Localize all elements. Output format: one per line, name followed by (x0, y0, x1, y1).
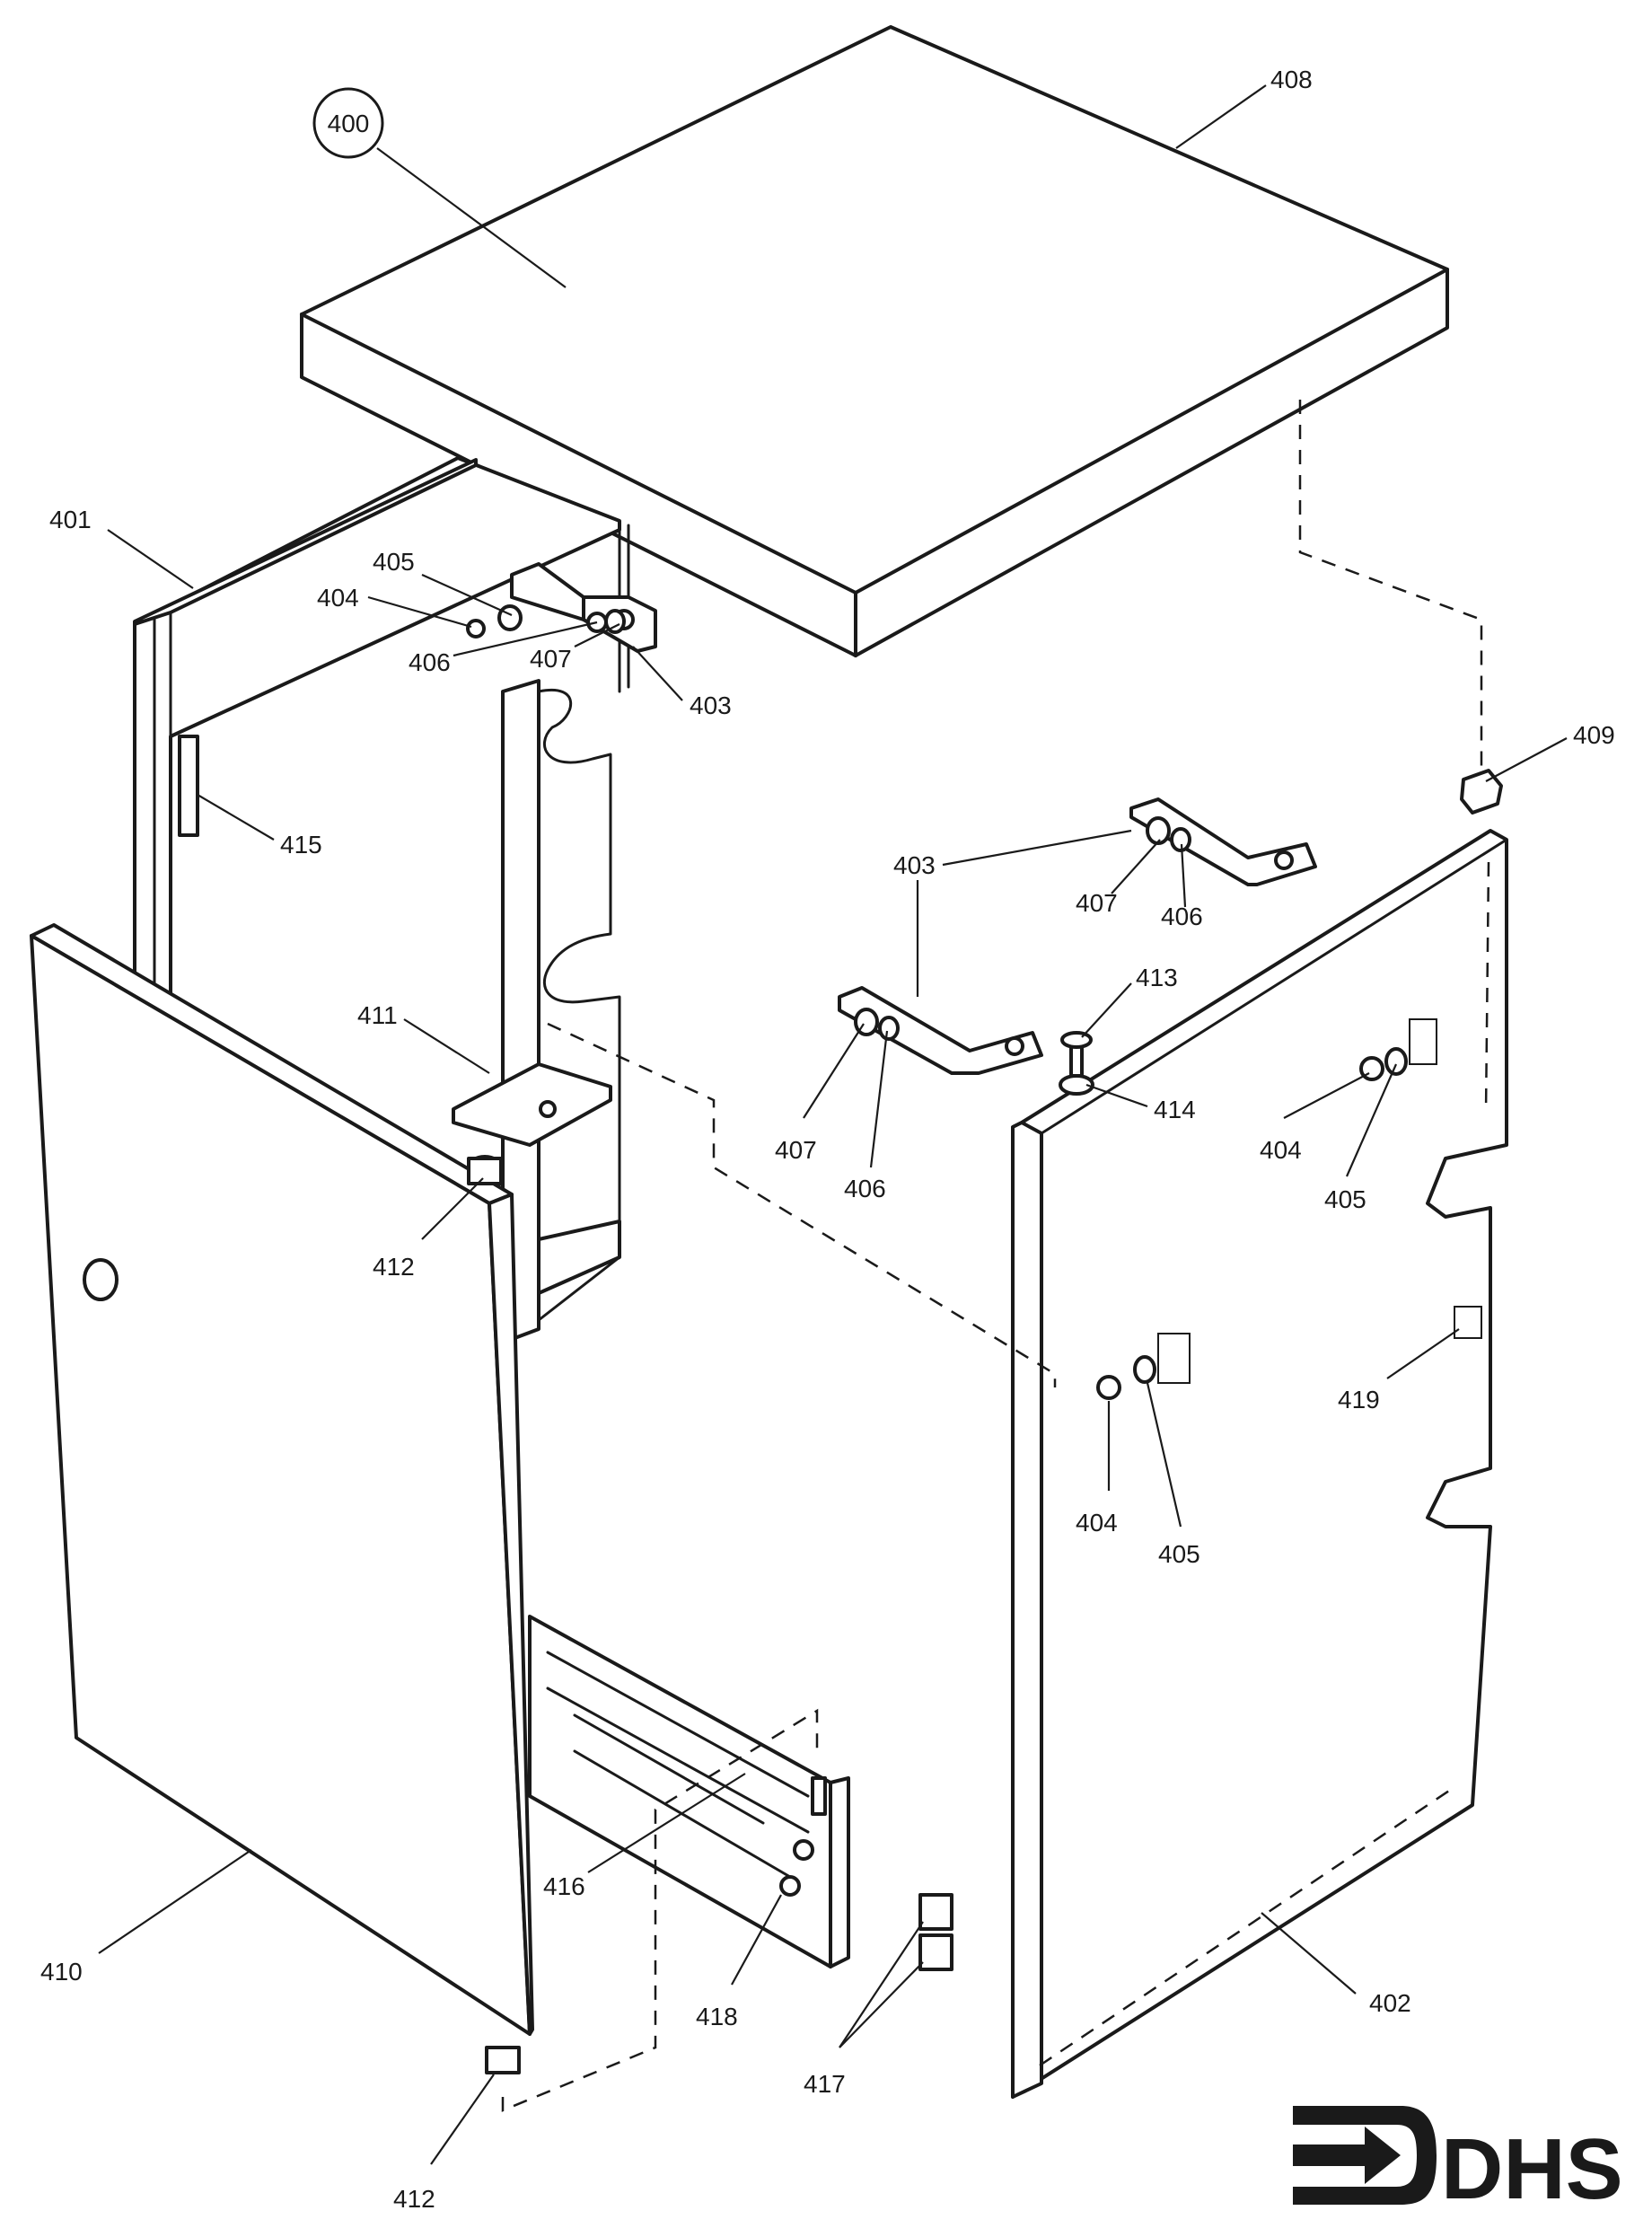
label-403-upper: 403 (690, 691, 732, 719)
dhs-logo: DHS (1293, 2106, 1623, 2217)
left-side-panel (133, 456, 621, 999)
label-417: 417 (804, 2070, 846, 2098)
label-418: 418 (696, 2003, 738, 2030)
label-408: 408 (1270, 66, 1313, 93)
plinth (528, 1615, 850, 1968)
label-407-right: 407 (1076, 889, 1118, 917)
label-404-right-lower: 404 (1076, 1509, 1118, 1537)
door (30, 923, 534, 2036)
label-401: 401 (49, 506, 92, 533)
leader-lines (98, 84, 1568, 2165)
label-416: 416 (543, 1872, 585, 1900)
top-panel (300, 25, 1449, 657)
right-bracket-lower (838, 986, 1043, 1075)
label-406-upper: 406 (409, 648, 451, 676)
label-412-upper: 412 (373, 1253, 415, 1281)
right-side-panel (1011, 829, 1508, 2099)
label-406-right: 406 (1161, 903, 1203, 930)
label-404-right-upper: 404 (1260, 1136, 1302, 1164)
label-412-lower: 412 (393, 2185, 435, 2213)
label-405-right-upper: 405 (1324, 1185, 1366, 1213)
assembly-callout: 400 (312, 87, 567, 288)
assembly-callout-label: 400 (328, 110, 370, 137)
label-407-lower: 407 (775, 1136, 817, 1164)
label-411: 411 (357, 1001, 398, 1029)
arrow-into-bracket-icon (1293, 2106, 1437, 2205)
label-410: 410 (40, 1958, 83, 1986)
label-405-right-lower: 405 (1158, 1540, 1200, 1568)
door-pivot-bottom (485, 2046, 521, 2074)
label-419: 419 (1338, 1386, 1380, 1414)
door-pivot-top (467, 1155, 503, 1185)
back-frame (501, 519, 630, 1344)
hardware (466, 604, 1503, 1971)
label-415: 415 (280, 831, 322, 859)
logo-text: DHS (1441, 2121, 1623, 2217)
label-406-lower: 406 (844, 1175, 886, 1202)
part-labels: 408 401 405 404 406 407 403 415 409 403 … (40, 66, 1615, 2213)
label-404-upper: 404 (317, 584, 359, 612)
label-414: 414 (1154, 1096, 1196, 1123)
label-407-upper: 407 (530, 645, 572, 673)
label-409: 409 (1573, 721, 1615, 749)
label-405-upper: 405 (373, 548, 415, 576)
assembly-lines (501, 400, 1483, 2112)
label-413: 413 (1136, 964, 1178, 991)
label-402: 402 (1369, 1989, 1411, 2017)
label-403-right: 403 (893, 851, 936, 879)
hinge (452, 1062, 612, 1147)
